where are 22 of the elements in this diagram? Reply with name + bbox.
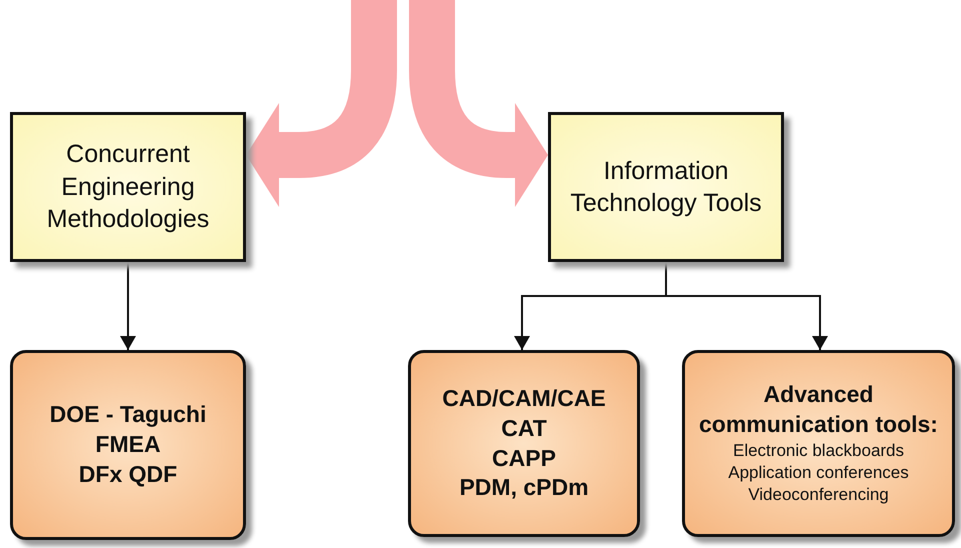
technique-box xyxy=(682,350,955,537)
list-item: PDM, cPDm xyxy=(458,473,590,502)
block-arrow xyxy=(409,0,548,207)
box-title: DOE - Taguchi xyxy=(48,400,208,430)
list-item: Videoconferencing xyxy=(747,484,890,506)
technique-box xyxy=(408,350,640,537)
list-item: FMEA xyxy=(94,430,162,460)
box-title: CAD/CAM/CAE xyxy=(441,384,607,413)
list-item: Application conferences xyxy=(727,462,910,484)
box-title: Information Technology Tools xyxy=(569,156,763,219)
tools-box xyxy=(548,112,784,262)
methodology-box xyxy=(10,112,246,262)
technique-box xyxy=(10,350,246,540)
list-item: DFx QDF xyxy=(78,460,178,489)
list-item: CAPP xyxy=(491,444,557,472)
box-title: Advanced communication tools: xyxy=(698,380,939,440)
list-item: CAT xyxy=(500,414,548,443)
block-arrow xyxy=(246,0,397,207)
arrow xyxy=(120,262,136,350)
arrow xyxy=(665,262,828,350)
box-title: Concurrent Engineering Methodologies xyxy=(46,139,210,236)
list-item: Electronic blackboards xyxy=(732,440,906,462)
